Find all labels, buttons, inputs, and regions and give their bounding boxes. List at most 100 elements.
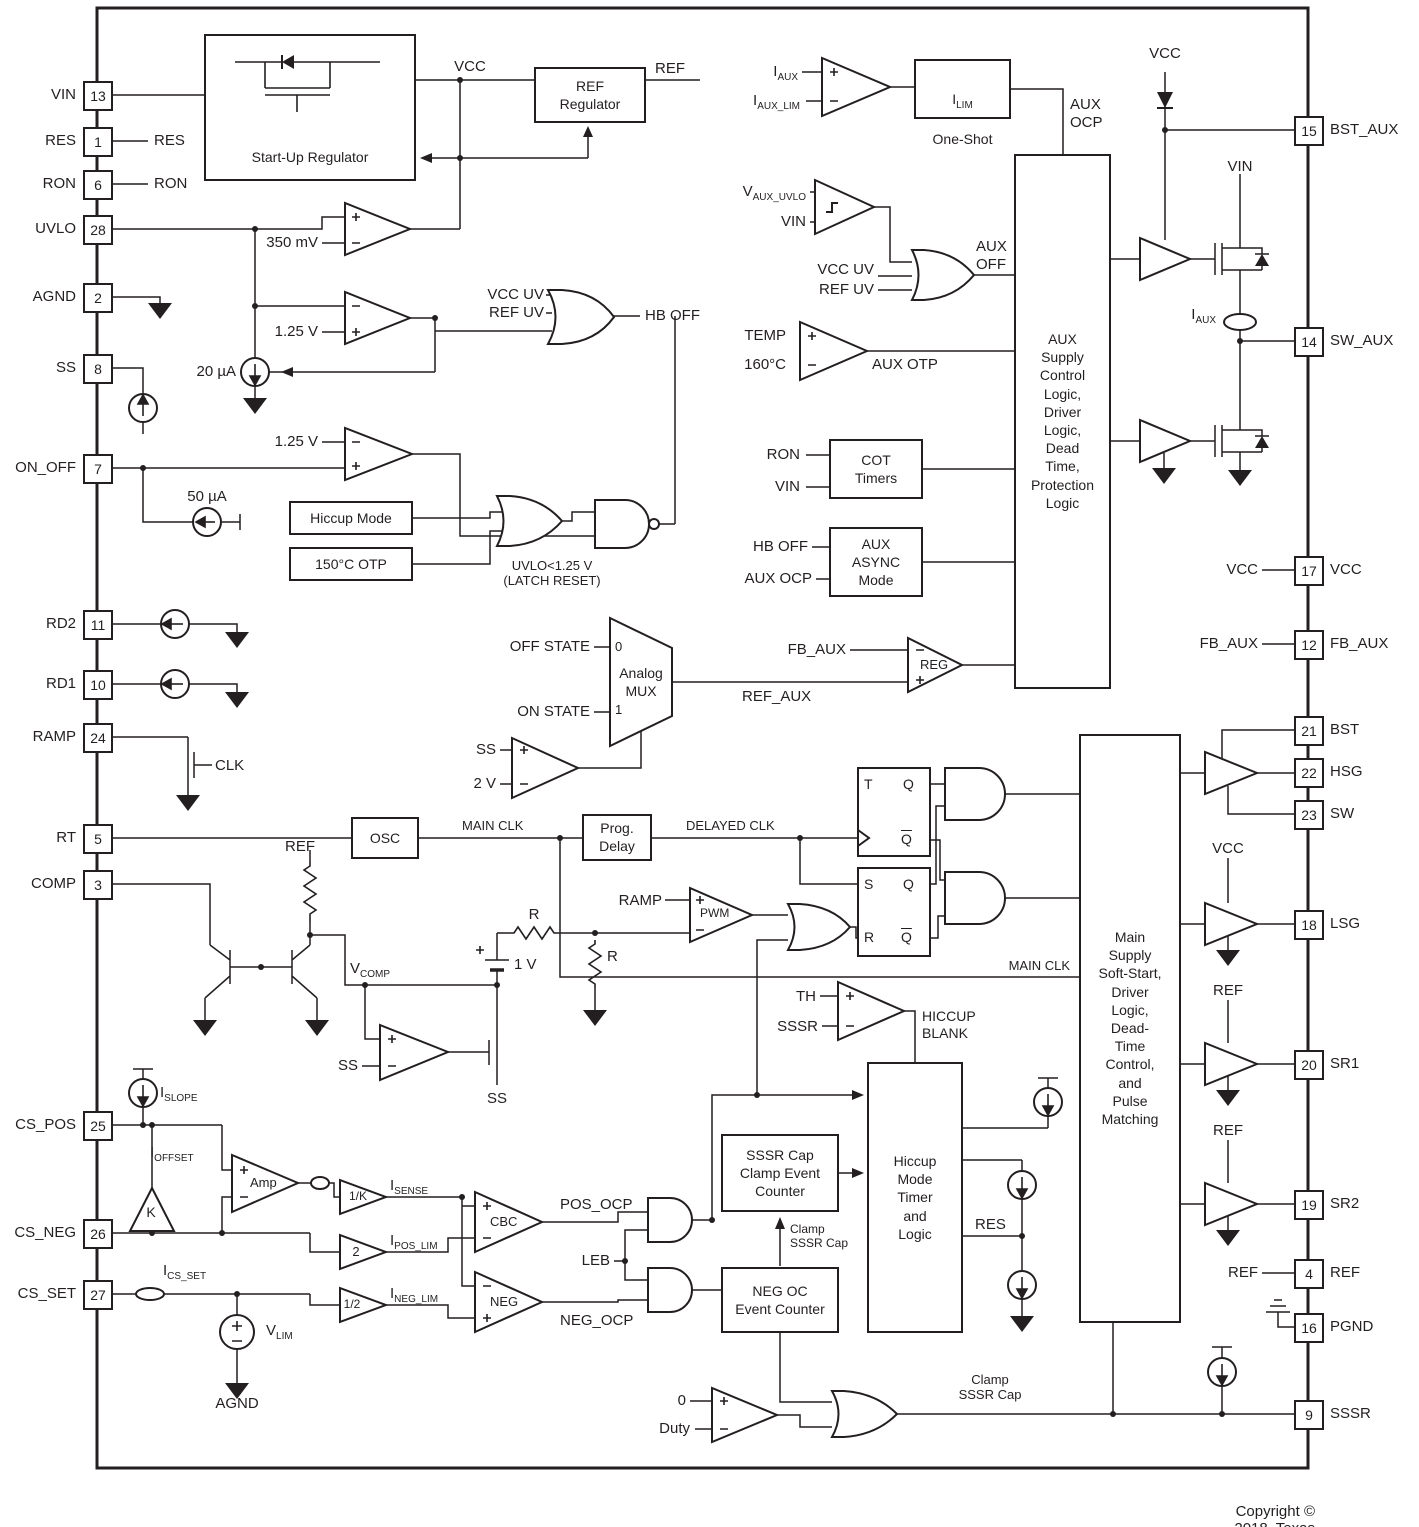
startup-mosfet	[264, 62, 331, 112]
pin-fb-aux: 12	[1294, 630, 1324, 660]
label-cbc: CBC	[490, 1214, 518, 1229]
label-ref-uv-2: REF UV	[818, 281, 874, 298]
label-reg: REG	[920, 657, 949, 672]
label-aux-off: AUX OFF	[976, 238, 1007, 273]
label-ff-qbar1: Q	[901, 831, 912, 847]
pin-label-res: RES	[45, 132, 76, 149]
copyright-text: Copyright © 2018, Texas Instruments Inco…	[1234, 1503, 1315, 1527]
pin-label-sw: SW	[1330, 805, 1355, 822]
pin-cs-neg: 26	[83, 1219, 113, 1249]
label-sssr-net: SSSR	[777, 1018, 818, 1035]
block-outlines	[204, 34, 1181, 1333]
label-isense: ISENSE	[390, 1177, 429, 1197]
label-leb: LEB	[581, 1252, 610, 1269]
pin-label-ron: RON	[42, 175, 76, 192]
label-hiccup-blank: HICCUP BLANK	[922, 1008, 976, 1041]
label-vcomp: VCOMP	[350, 960, 391, 980]
label-pwm: PWM	[700, 906, 730, 920]
label-ref-sr2: REF	[1213, 1122, 1243, 1139]
pin-uvlo: 28	[83, 215, 113, 245]
resistor-ref	[302, 862, 318, 922]
block-ilim-one-shot: ILIM One-Shot	[932, 91, 993, 148]
pin-label-cs-set: CS_SET	[17, 1285, 76, 1302]
pin-bst: 21	[1294, 716, 1324, 746]
label-off-state: OFF STATE	[509, 638, 590, 655]
pin-rd2: 11	[83, 610, 113, 640]
comparator-symbols	[128, 56, 1260, 1444]
junction-dots	[140, 77, 1243, 1417]
label-ref-resistor: REF	[285, 838, 315, 855]
block-prog-delay: Prog. Delay	[599, 820, 635, 855]
block-150c-otp: 150°C OTP	[315, 556, 387, 572]
label-k: K	[146, 1204, 156, 1220]
pin-comp: 3	[83, 870, 113, 900]
label-125v-a: 1.25 V	[274, 323, 318, 340]
pin-hsg: 22	[1294, 758, 1324, 788]
label-on-state: ON STATE	[517, 703, 590, 720]
block-neg-oc-counter: NEG OC Event Counter	[735, 1283, 825, 1318]
block-cot-timers: COT Timers	[854, 452, 898, 487]
label-main-clk-1: MAIN CLK	[462, 818, 524, 833]
block-aux-supply-logic: AUX Supply Control Logic, Driver Logic, …	[1030, 331, 1095, 511]
pin-ss: 8	[83, 354, 113, 384]
block-osc: OSC	[369, 830, 401, 846]
pin-rt: 5	[83, 824, 113, 854]
label-mux-1: 1	[615, 702, 623, 717]
pin-label-rt: RT	[56, 829, 76, 846]
pin-label-on-off: ON_OFF	[15, 459, 76, 476]
label-uvlo-latch-reset: UVLO<1.25 V (LATCH RESET)	[503, 558, 601, 589]
label-ron-cot: RON	[766, 446, 800, 463]
label-aux-ocp-top: AUX OCP	[1070, 96, 1103, 131]
pin-ron: 6	[83, 170, 113, 200]
label-ramp-net: RAMP	[618, 892, 662, 909]
arrow-symbols	[281, 55, 1269, 1229]
pin-lsg: 18	[1294, 910, 1324, 940]
label-2v: 2 V	[473, 775, 496, 792]
label-vcc-stub: VCC	[1226, 561, 1258, 578]
label-1v: 1 V	[514, 956, 537, 973]
analog-mux-shape	[609, 616, 673, 748]
label-r2: R	[607, 948, 618, 965]
label-ff-q2: Q	[903, 876, 914, 892]
pin-vcc: 17	[1294, 556, 1324, 586]
pin-cs-set: 27	[83, 1280, 113, 1310]
block-analog-mux: Analog MUX	[619, 665, 663, 700]
label-islope: ISLOPE	[160, 1084, 198, 1104]
label-vin-fet: VIN	[1227, 158, 1253, 175]
label-res-net: RES	[975, 1216, 1006, 1233]
label-hb-off-1: HB OFF	[645, 307, 700, 324]
label-ss-comp: SS	[337, 1057, 358, 1074]
label-neg: NEG	[490, 1294, 519, 1309]
hysteresis-mark	[826, 202, 838, 213]
label-iaux-in: IAUX	[773, 63, 798, 83]
pin-bst-aux: 15	[1294, 116, 1324, 146]
pin-label-sw-aux: SW_AUX	[1330, 332, 1394, 349]
pin-label-pgnd: PGND	[1330, 1318, 1374, 1335]
pin-sw: 23	[1294, 800, 1324, 830]
label-duty: Duty	[659, 1420, 690, 1437]
label-vlim: VLIM	[266, 1322, 293, 1342]
label-ref-uv-1: REF UV	[488, 304, 544, 321]
label-ff-r: R	[864, 929, 875, 945]
block-startup-regulator: Start-Up Regulator	[251, 149, 369, 165]
current-source-arrows	[136, 364, 1229, 1387]
label-ss-fet: SS	[486, 1090, 508, 1107]
label-iaux-lim: IAUX_LIM	[753, 92, 800, 112]
label-125v-b: 1.25 V	[274, 433, 318, 450]
resistor-r2	[587, 940, 603, 988]
label-delayed-clk: DELAYED CLK	[686, 818, 775, 833]
block-hiccup-mode: Hiccup Mode	[310, 510, 392, 526]
pin-label-ref: REF	[1330, 1264, 1360, 1281]
block-sssr-cap-counter: SSSR Cap Clamp Event Counter	[739, 1147, 821, 1200]
pin-label-sr1: SR1	[1330, 1055, 1360, 1072]
label-mux-0: 0	[615, 639, 623, 654]
pin-sw-aux: 14	[1294, 327, 1324, 357]
pin-label-lsg: LSG	[1330, 915, 1361, 932]
pin-label-comp: COMP	[31, 875, 76, 892]
pin-agnd: 2	[83, 283, 113, 313]
label-160c: 160°C	[744, 356, 786, 373]
pin-res: 1	[83, 127, 113, 157]
label-clamp-sssr-1: Clamp SSSR Cap	[790, 1222, 849, 1251]
